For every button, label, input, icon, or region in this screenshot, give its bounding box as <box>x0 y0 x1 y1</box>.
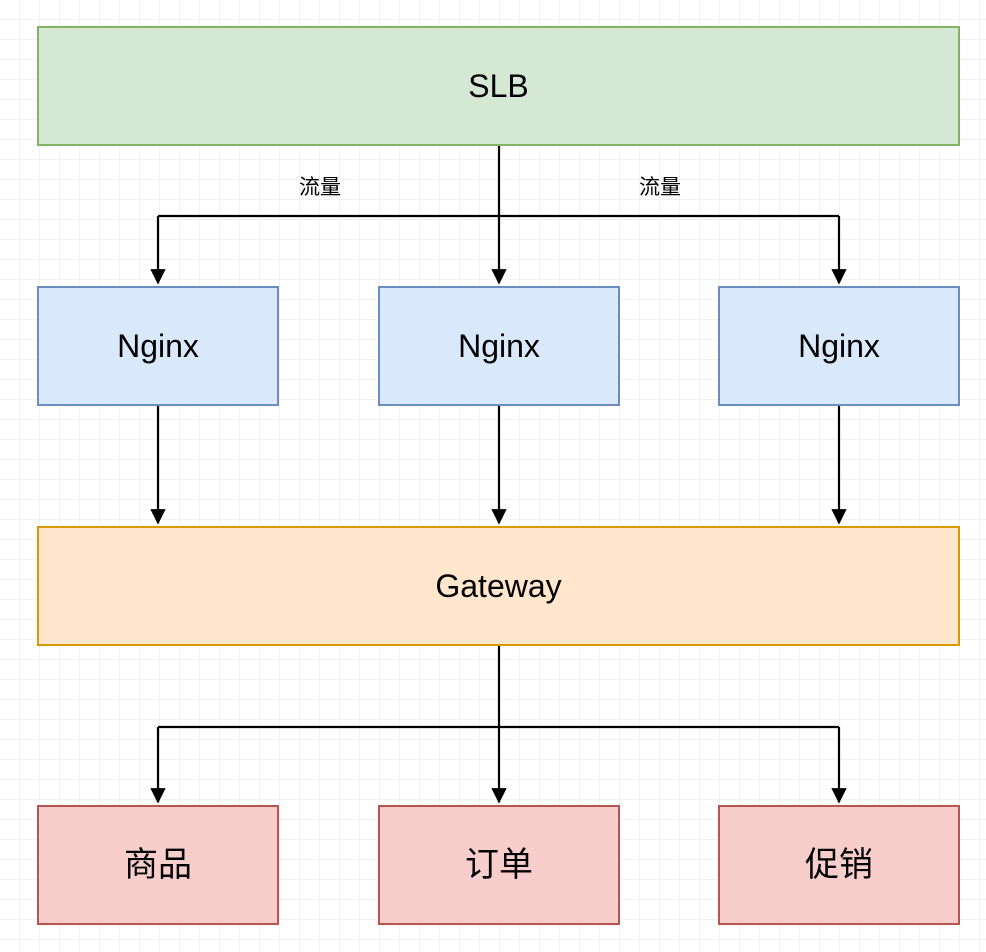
node-slb-label: SLB <box>468 68 529 104</box>
edge-label-traffic-left: 流量 <box>299 176 341 199</box>
node-service-product-label: 商品 <box>124 846 192 884</box>
node-nginx-2[interactable]: Nginx <box>378 286 620 406</box>
node-gateway-label: Gateway <box>435 568 562 604</box>
node-gateway[interactable]: Gateway <box>37 526 960 646</box>
edge-gateway-to-services-bus <box>158 646 839 729</box>
node-nginx-2-label: Nginx <box>458 328 540 364</box>
node-nginx-1-label: Nginx <box>117 328 199 364</box>
node-slb[interactable]: SLB <box>37 26 960 146</box>
node-service-promotion[interactable]: 促销 <box>718 805 960 925</box>
node-service-order[interactable]: 订单 <box>378 805 620 925</box>
node-nginx-3-label: Nginx <box>798 328 880 364</box>
node-nginx-3[interactable]: Nginx <box>718 286 960 406</box>
node-service-product[interactable]: 商品 <box>37 805 279 925</box>
edge-slb-to-nginx-bus <box>158 146 839 218</box>
node-service-promotion-label: 促销 <box>805 846 873 884</box>
node-service-order-label: 订单 <box>465 846 533 884</box>
node-nginx-1[interactable]: Nginx <box>37 286 279 406</box>
edge-label-traffic-right: 流量 <box>639 176 681 199</box>
